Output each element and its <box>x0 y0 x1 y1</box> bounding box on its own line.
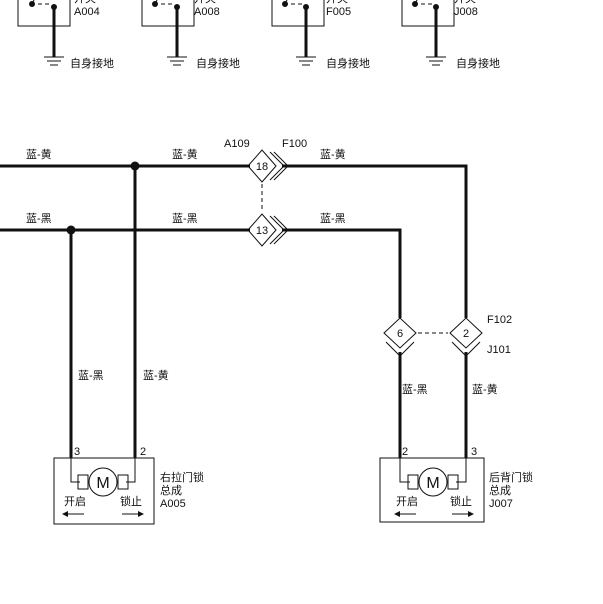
open-label: 开启 <box>396 495 418 508</box>
lock-label: 锁止 <box>450 494 472 508</box>
switch-f005-top-label: 开关 <box>326 0 348 5</box>
switch-f005-ground-label: 自身接地 <box>326 56 370 70</box>
motor-symbol: M <box>96 475 109 492</box>
switch-f005-code: F005 <box>326 6 351 18</box>
switch-f005-box <box>271 0 325 27</box>
lock-label: 锁止 <box>120 494 142 508</box>
switch-j008: 开关 J008 自身接地 <box>401 0 500 70</box>
pin-number: 13 <box>256 225 268 237</box>
lock-name-line1: 右拉门锁 <box>160 470 204 484</box>
wire-label: 蓝-黑 <box>320 212 346 225</box>
lock-assembly-box <box>53 457 155 525</box>
switch-a004: 开关 A004 自身接地 <box>17 0 114 70</box>
connector-pin-2: 2 <box>449 317 483 357</box>
switch-a004-box <box>17 0 71 27</box>
pin-number: 2 <box>402 446 408 458</box>
connector-j101-label: J101 <box>487 344 511 356</box>
wire-label: 蓝-黑 <box>172 212 198 225</box>
switch-a008-top-label: 开关 <box>194 0 216 5</box>
switch-j008-code: J008 <box>454 6 478 18</box>
lock-code: A005 <box>160 498 186 510</box>
connector-f100-label: F100 <box>282 138 307 150</box>
rear-door-lock-assembly: 2 3 M 开启 锁止 后背门锁 总成 J007 <box>379 446 533 523</box>
switch-j008-ground-label: 自身接地 <box>456 56 500 70</box>
switch-a004-code: A004 <box>74 6 100 18</box>
pin-number: 2 <box>140 446 146 458</box>
wire-label: 蓝-黄 <box>172 147 198 161</box>
wire-label: 蓝-黑 <box>402 383 428 396</box>
switch-a008: 开关 A008 自身接地 <box>141 0 240 70</box>
wire-label: 蓝-黄 <box>472 382 498 396</box>
motor-symbol: M <box>426 475 439 492</box>
open-label: 开启 <box>64 495 86 508</box>
connector-a109-label: A109 <box>224 138 250 150</box>
wire-label: 蓝-黑 <box>78 369 104 382</box>
connector-pin-18: 18 <box>247 149 289 183</box>
wire-blue-black-right <box>282 228 402 318</box>
lock-code: J007 <box>489 498 513 510</box>
wire-label: 蓝-黑 <box>26 212 52 225</box>
wire-label: 蓝-黄 <box>320 147 346 161</box>
switch-a004-lever <box>31 0 35 5</box>
pin-number: 3 <box>471 446 477 458</box>
lock-name-line2: 总成 <box>160 483 182 497</box>
switch-a008-ground-label: 自身接地 <box>196 56 240 70</box>
connector-pin-6: 6 <box>383 317 417 357</box>
switch-a004-top-label: 开关 <box>74 0 96 5</box>
connector-f102-label: F102 <box>487 314 512 326</box>
right-slide-door-lock-assembly: 3 2 M 开启 锁止 右拉门锁 总成 A005 <box>53 446 204 525</box>
lock-name-line2: 总成 <box>489 483 511 497</box>
lock-name-line1: 后背门锁 <box>489 470 533 484</box>
lock-assembly-box <box>379 457 485 523</box>
motor-icon <box>418 467 448 497</box>
motor-icon <box>88 467 118 497</box>
connector-pin-13: 13 <box>247 213 289 247</box>
switch-f005: 开关 F005 自身接地 <box>271 0 370 70</box>
switch-j008-box <box>401 0 455 27</box>
switch-a004-ground-label: 自身接地 <box>70 56 114 70</box>
switch-a008-box <box>141 0 195 27</box>
pin-number: 18 <box>256 161 268 173</box>
switch-j008-top-label: 开关 <box>454 0 476 5</box>
pin-number: 2 <box>463 328 469 340</box>
wire-label: 蓝-黄 <box>26 147 52 161</box>
wire-blue-yellow-right <box>282 164 468 318</box>
wire-label: 蓝-黄 <box>143 368 169 382</box>
pin-number: 3 <box>74 446 80 458</box>
switch-a008-code: A008 <box>194 6 220 18</box>
pin-number: 6 <box>397 328 403 340</box>
